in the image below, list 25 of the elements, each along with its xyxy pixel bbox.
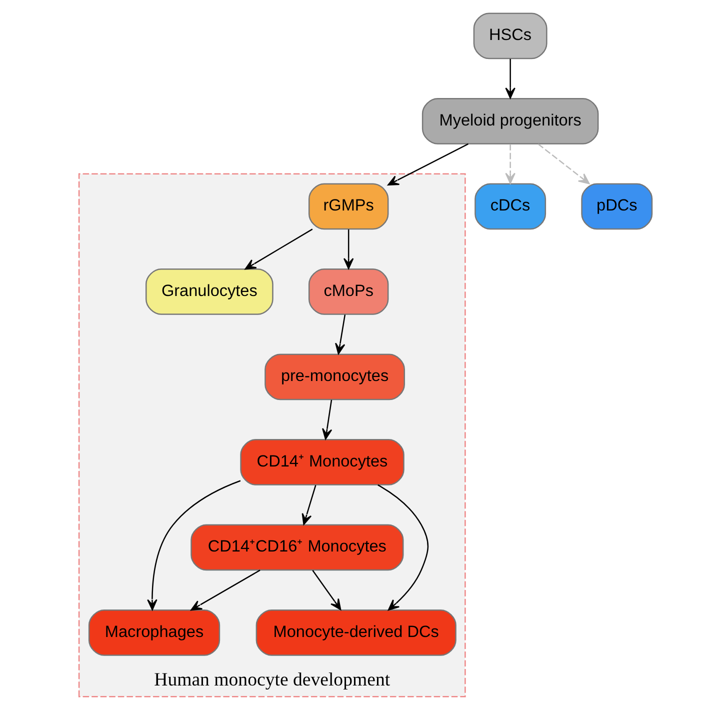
node-box: CD14⁺CD16⁺ Monocytes bbox=[190, 524, 404, 571]
arrow bbox=[504, 144, 515, 184]
arrow bbox=[537, 144, 590, 184]
arrow bbox=[377, 484, 428, 610]
node-box: Monocyte-derived DCs bbox=[255, 609, 456, 656]
node-box: pre-monocytes bbox=[264, 354, 404, 400]
node-box: CD14⁺ Monocytes bbox=[240, 438, 404, 486]
arrow bbox=[301, 484, 316, 525]
arrow bbox=[334, 314, 346, 354]
arrow bbox=[146, 480, 240, 610]
arrow bbox=[244, 228, 312, 270]
node-box: cDCs bbox=[474, 183, 546, 230]
node-box: HSCs bbox=[472, 12, 547, 60]
node-box: pDCs bbox=[580, 183, 652, 230]
arrow bbox=[321, 400, 332, 440]
arrow bbox=[504, 58, 515, 99]
node-box: Myeloid progenitors bbox=[421, 98, 598, 144]
node-box: Macrophages bbox=[88, 609, 220, 656]
arrow bbox=[342, 229, 354, 270]
arrow bbox=[312, 570, 341, 610]
node-box: Granulocytes bbox=[144, 268, 273, 315]
node-box: rGMPs bbox=[308, 183, 388, 230]
node-box: cMoPs bbox=[308, 268, 388, 315]
arrow bbox=[387, 143, 468, 186]
arrow bbox=[190, 570, 260, 611]
